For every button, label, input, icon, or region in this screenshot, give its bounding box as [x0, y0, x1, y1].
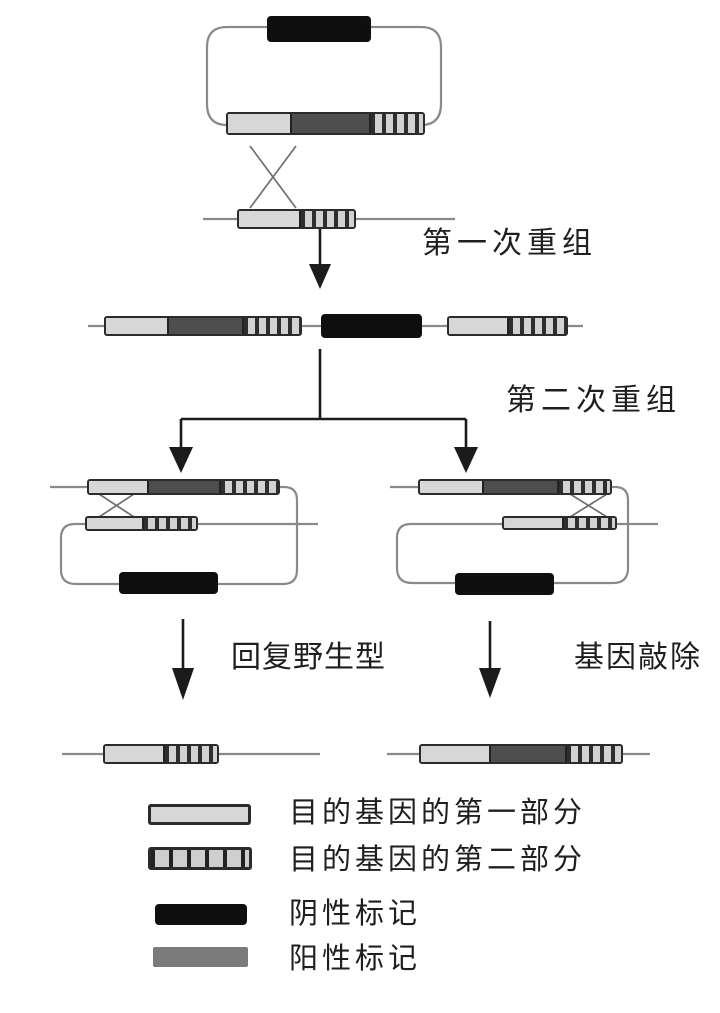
left-intermediate-genome-bar [85, 516, 198, 531]
label-revert-wild-type: 回复野生型 [231, 641, 386, 674]
legend-label-negative-marker: 阴性标记 [289, 898, 422, 930]
plasmid-negative-marker-bar [267, 16, 371, 42]
positive-marker-segment [147, 481, 219, 493]
right-crossover-x-icon [569, 493, 608, 518]
label-gene-knockout: 基因敲除 [574, 641, 702, 674]
gene-part2-segment [142, 518, 196, 529]
left-crossover-x-icon [98, 493, 135, 518]
gene-part2-segment [507, 318, 566, 334]
plasmid-insert-bar [226, 112, 425, 135]
gene-part1-segment [89, 481, 147, 493]
gene-part1-segment [420, 481, 482, 493]
legend-label-target-gene-part-1: 目的基因的第一部分 [289, 797, 587, 829]
legend-swatch-target-gene-part-2 [148, 847, 252, 870]
positive-marker-segment [489, 746, 565, 762]
recombinant-left-cassette-bar [104, 316, 302, 336]
gene-part1-segment [105, 746, 163, 762]
legend-label-positive-marker: 阳性标记 [289, 943, 422, 975]
arrowhead-first-recombination [309, 264, 331, 289]
gene-part1-segment [421, 746, 489, 762]
arrowhead-branch-left [169, 447, 193, 473]
gene-part2-segment [242, 318, 300, 334]
arrowhead-revert-wild-type [172, 668, 194, 700]
right-intermediate-loop [395, 485, 630, 585]
left-loop-negative-marker-bar [119, 572, 218, 594]
arrowhead-gene-knockout [479, 668, 501, 698]
positive-marker-segment [482, 481, 557, 493]
recombinant-right-cassette-bar [447, 316, 568, 336]
gene-part2-segment [565, 746, 621, 762]
gene-part2-segment [163, 746, 217, 762]
positive-marker-segment [290, 114, 369, 133]
gene-part1-segment [228, 114, 290, 133]
legend-swatch-negative-marker [155, 904, 247, 925]
left-intermediate-loop [59, 485, 299, 586]
branch-connector [179, 349, 468, 449]
gene-part2-segment [369, 114, 423, 133]
right-intermediate-top-bar [418, 479, 612, 495]
arrowhead-branch-right [454, 447, 478, 473]
gene-part1-segment [106, 318, 167, 334]
gene-part2-segment [299, 211, 354, 227]
knockout-outcome-bar [419, 744, 623, 764]
right-loop-negative-marker-bar [455, 573, 554, 595]
legend-label-target-gene-part-2: 目的基因的第二部分 [289, 844, 587, 876]
right-intermediate-genome-bar [502, 516, 617, 530]
gene-part1-segment [87, 518, 142, 529]
label-second-recombination: 第二次重组 [506, 384, 681, 417]
gene-part2-segment [219, 481, 278, 493]
wild-type-outcome-bar [103, 744, 219, 764]
legend-swatch-positive-marker [153, 947, 248, 967]
gene-part1-segment [239, 211, 299, 227]
label-first-recombination: 第一次重组 [422, 227, 597, 260]
genomic-target-gene-bar [237, 209, 356, 229]
legend-swatch-target-gene-part-1 [148, 804, 251, 825]
gene-part1-segment [449, 318, 507, 334]
gene-part1-segment [504, 518, 562, 528]
gene-part2-segment [562, 518, 615, 528]
positive-marker-segment [167, 318, 242, 334]
left-intermediate-top-bar [87, 479, 280, 495]
gene-part2-segment [557, 481, 610, 493]
chromosome-negative-marker-bar [321, 314, 422, 338]
crossover-x-icon [249, 145, 297, 209]
